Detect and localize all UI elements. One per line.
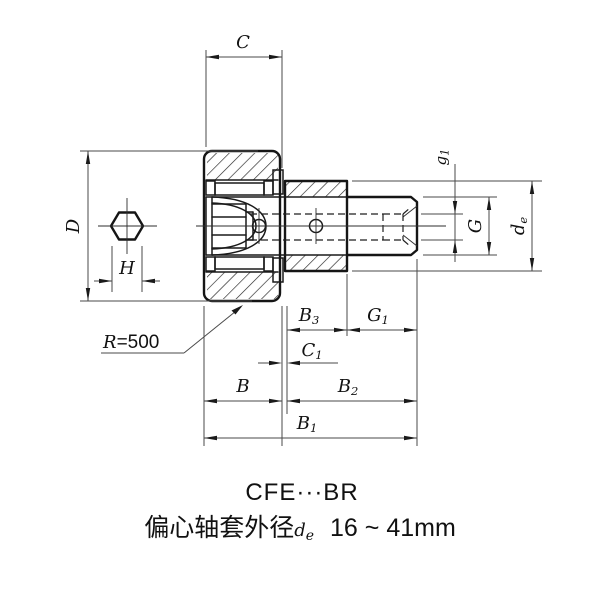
dim-G1: G1: [347, 305, 417, 333]
dim-B: B: [204, 376, 282, 404]
dim-H: H: [94, 246, 160, 292]
label-R: R=500: [102, 332, 159, 353]
hex-end-view: [98, 198, 157, 254]
callout-R500: R=500: [101, 305, 243, 354]
dim-C: C: [205, 32, 283, 168]
dim-B2: B2: [287, 376, 417, 404]
dim-B3: B3: [287, 305, 347, 333]
label-D: D: [63, 218, 84, 234]
label-B2: B2: [337, 376, 359, 398]
dim-C1: C1: [258, 340, 338, 366]
eccentric-bushing: [283, 179, 349, 273]
dim-de: de: [352, 180, 542, 272]
label-C1: C1: [301, 340, 322, 362]
label-g1: g1: [432, 149, 452, 166]
hex-socket-hidden-lines: [250, 206, 412, 248]
label-de: de: [508, 217, 530, 236]
side-plate: [272, 169, 284, 283]
dim-g1: g1: [421, 149, 463, 262]
label-C: C: [236, 32, 250, 53]
model-designation: CFE···BR: [245, 479, 358, 506]
label-B: B: [235, 376, 249, 397]
seal-left-top: [205, 180, 216, 196]
dim-B1: B1: [204, 413, 417, 441]
label-H: H: [118, 258, 135, 279]
label-B3: B3: [298, 305, 320, 327]
bottom-extension-lines: [203, 259, 418, 446]
dim-D: D: [63, 150, 258, 302]
label-G: G: [465, 219, 486, 233]
dim-G: G: [423, 196, 497, 256]
seal-left-bottom: [205, 256, 216, 272]
label-B1: B1: [296, 413, 318, 435]
label-G1: G1: [367, 305, 389, 327]
